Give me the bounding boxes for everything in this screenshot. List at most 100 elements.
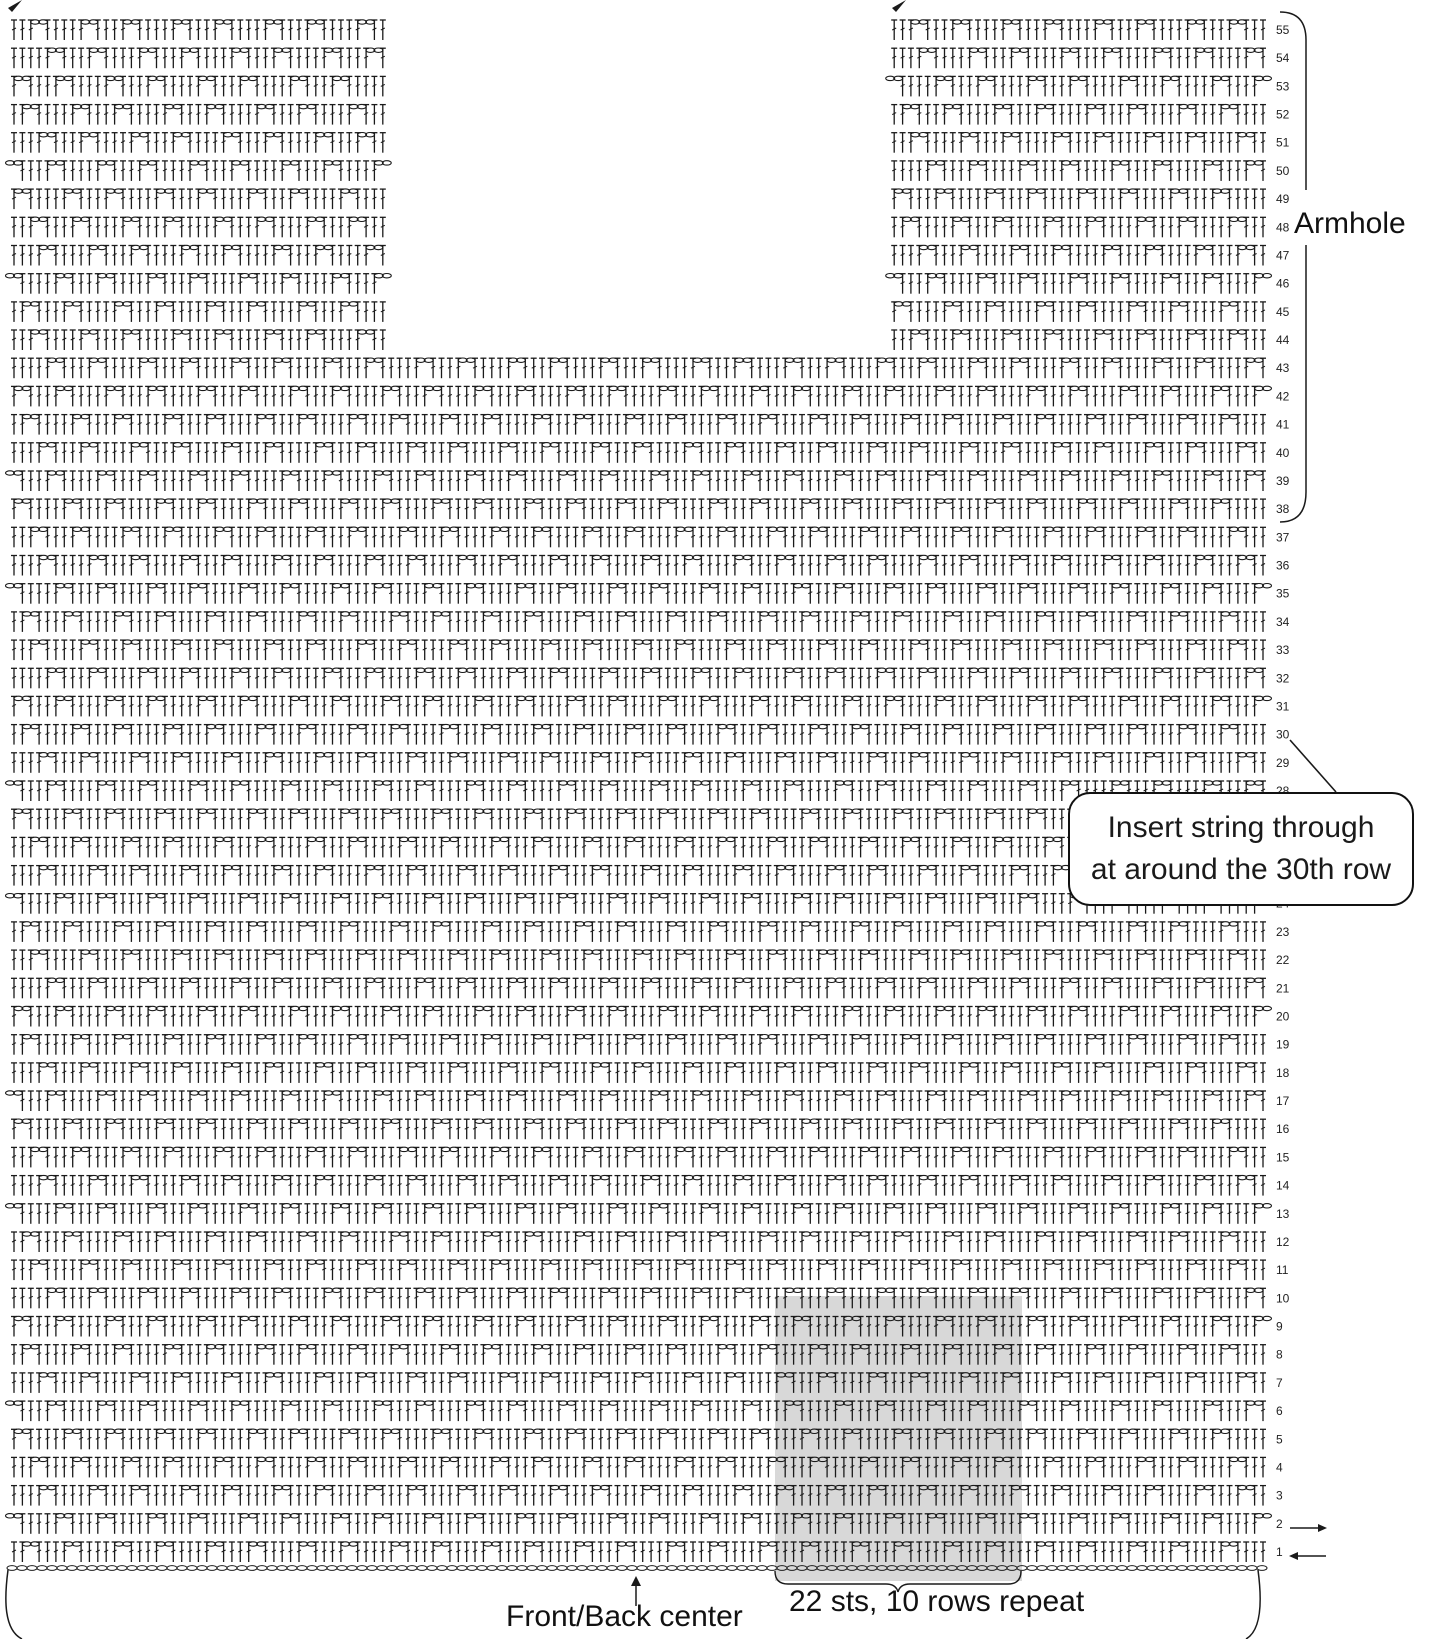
- stitch-symbol: [95, 1429, 101, 1449]
- stitch-symbol: [657, 1457, 663, 1477]
- stitch-symbol: [1227, 1429, 1233, 1449]
- stitch-symbol: [137, 1457, 143, 1477]
- stitch-symbol: [53, 1429, 59, 1449]
- stitch-symbol: [137, 1514, 143, 1534]
- stitch-symbol: [631, 1542, 637, 1562]
- stitch-symbol: [304, 1429, 310, 1449]
- stitch-symbol: [598, 1457, 604, 1477]
- stitch-symbol: [640, 1514, 646, 1534]
- stitch-symbol: [1042, 1514, 1048, 1534]
- stitch-symbol: [573, 1401, 579, 1421]
- stitch-symbol: [321, 1542, 327, 1562]
- stitch-symbol: [514, 1373, 520, 1393]
- stitch-symbol: [539, 1514, 545, 1534]
- stitch-symbol: [288, 1542, 294, 1562]
- stitch-symbol: [1042, 1429, 1048, 1449]
- stitch-symbol: [388, 1457, 394, 1477]
- stitch-symbol: [405, 1542, 411, 1562]
- stitch-symbol: [145, 1373, 151, 1393]
- stitch-symbol: [564, 1486, 570, 1506]
- stitch-symbol: [1235, 1401, 1241, 1421]
- stitch-symbol: [1025, 1486, 1031, 1506]
- stitch-symbol: [1092, 1429, 1098, 1449]
- stitch-symbol: [145, 1457, 151, 1477]
- stitch-symbol: [28, 1429, 34, 1449]
- stitch-symbol: [1109, 1429, 1115, 1449]
- stitch-symbol: [1084, 1401, 1090, 1421]
- stitch-symbol: [263, 1401, 269, 1421]
- stitch-symbol: [1118, 1486, 1124, 1506]
- stitch-symbol: [221, 1514, 227, 1534]
- stitch-symbol: [1260, 1429, 1266, 1449]
- stitch-symbol: [472, 1542, 478, 1562]
- stitch-symbol: [657, 1373, 663, 1393]
- stitch-symbol: [514, 1457, 520, 1477]
- stitch-symbol: [355, 1542, 361, 1562]
- stitch-symbol: [422, 1486, 428, 1506]
- stitch-symbol: [430, 1401, 436, 1421]
- stitch-symbol: [187, 1457, 193, 1477]
- stitch-symbol: [170, 1542, 176, 1562]
- stitch-symbol: [640, 1401, 646, 1421]
- stitch-symbol: [757, 1514, 763, 1534]
- stitch-symbol: [455, 1542, 461, 1562]
- stitch-symbol: [556, 1373, 562, 1393]
- stitch-symbol: [1227, 1401, 1233, 1421]
- stitch-symbol: [1185, 1542, 1191, 1562]
- stitch-symbol: [170, 1514, 176, 1534]
- stitch-symbol: [1084, 1486, 1090, 1506]
- stitch-symbol: [480, 1373, 486, 1393]
- stitch-symbol: [103, 1486, 109, 1506]
- stitch-symbol: [229, 1514, 235, 1534]
- stitch-symbol: [1218, 1457, 1224, 1477]
- stitch-symbol: [145, 1486, 151, 1506]
- stitch-symbol: [514, 1542, 520, 1562]
- stitch-symbol: [229, 1457, 235, 1477]
- stitch-symbol: [665, 1457, 671, 1477]
- stitch-symbol: [237, 1486, 243, 1506]
- stitch-symbol: [78, 1486, 84, 1506]
- stitch-symbol: [346, 1373, 352, 1393]
- stitch-symbol: [1050, 1429, 1056, 1449]
- stitch-symbol: [422, 1457, 428, 1477]
- stitch-symbol: [749, 1486, 755, 1506]
- stitch-symbol: [36, 1429, 42, 1449]
- stitch-symbol: [472, 1373, 478, 1393]
- stitch-symbol: [1260, 1542, 1266, 1562]
- stitch-symbol: [1185, 1486, 1191, 1506]
- stitch-symbol: [179, 1542, 185, 1562]
- stitch-symbol: [439, 1486, 445, 1506]
- stitch-symbol: [556, 1429, 562, 1449]
- stitch-symbol: [388, 1486, 394, 1506]
- stitch-symbol: [1025, 1542, 1031, 1562]
- stitch-symbol: [1151, 1429, 1157, 1449]
- stitch-symbol: [154, 1457, 160, 1477]
- stitch-symbol: [363, 1514, 369, 1534]
- stitch-symbol: [480, 1457, 486, 1477]
- stitch-symbol: [749, 1373, 755, 1393]
- stitch-symbol: [338, 1373, 344, 1393]
- stitch-symbol: [120, 1514, 126, 1534]
- stitch-symbol: [1084, 1373, 1090, 1393]
- stitch-symbol: [1210, 1542, 1216, 1562]
- stitch-symbol: [1227, 1486, 1233, 1506]
- stitch-symbol: [271, 1542, 277, 1562]
- stitch-symbol: [346, 1514, 352, 1534]
- stitch-symbol: [246, 1457, 252, 1477]
- stitch-symbol: [212, 1514, 218, 1534]
- stitch-symbol: [1201, 1373, 1207, 1393]
- stitch-symbol: [623, 1373, 629, 1393]
- stitch-symbol: [765, 1373, 771, 1393]
- stitch-symbol: [673, 1401, 679, 1421]
- stitch-symbol: [623, 1401, 629, 1421]
- stitch-symbol: [1218, 1514, 1224, 1534]
- stitch-symbol: [397, 1486, 403, 1506]
- stitch-symbol: [732, 1542, 738, 1562]
- stitch-symbol: [682, 1429, 688, 1449]
- stitch-symbol: [330, 1429, 336, 1449]
- stitch-symbol: [581, 1429, 587, 1449]
- stitch-symbol: [45, 1457, 51, 1477]
- stitch-symbol: [531, 1514, 537, 1534]
- stitch-symbol: [1159, 1542, 1165, 1562]
- stitch-symbol: [254, 1514, 260, 1534]
